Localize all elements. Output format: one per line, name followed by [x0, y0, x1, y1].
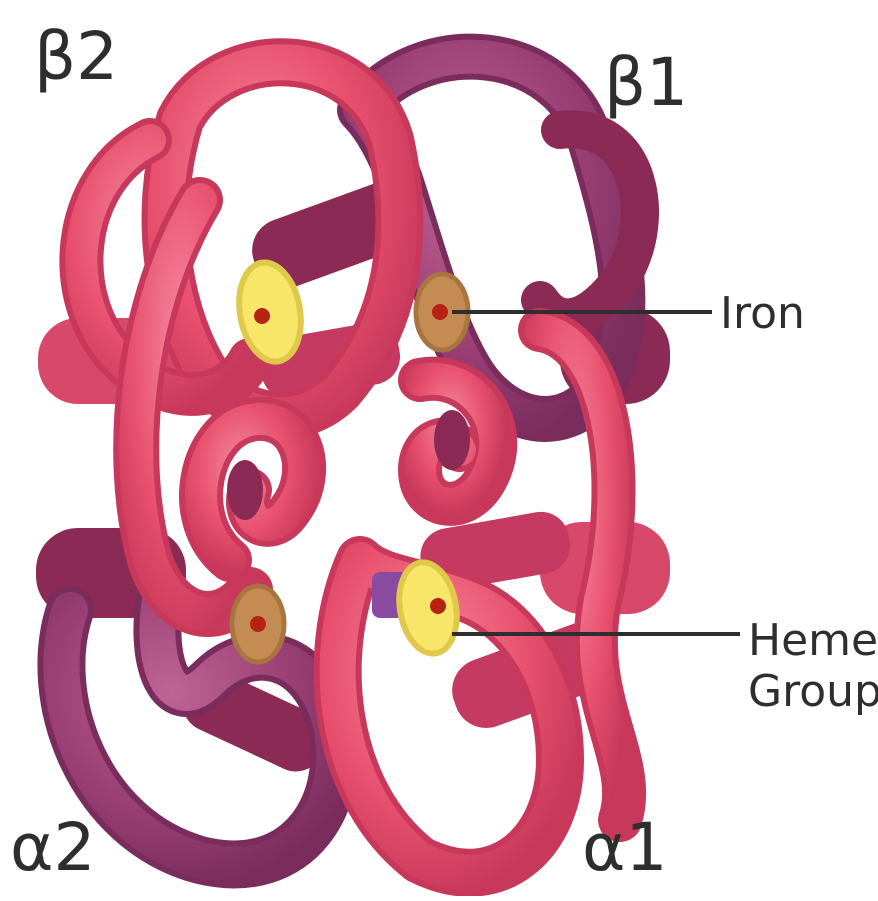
beta1-label: β1 — [604, 50, 688, 116]
loop-hole — [227, 460, 263, 520]
beta2-label: β2 — [34, 24, 118, 90]
alpha1-label: α1 — [582, 815, 668, 881]
heme-label-line2: Group — [748, 667, 878, 718]
heme-group-label: Heme Group — [748, 616, 878, 717]
iron-label: Iron — [720, 292, 805, 336]
heme-label-line1: Heme — [748, 616, 878, 667]
loop-hole — [434, 410, 470, 470]
heme-group — [232, 586, 284, 662]
alpha2-label: α2 — [10, 815, 96, 881]
